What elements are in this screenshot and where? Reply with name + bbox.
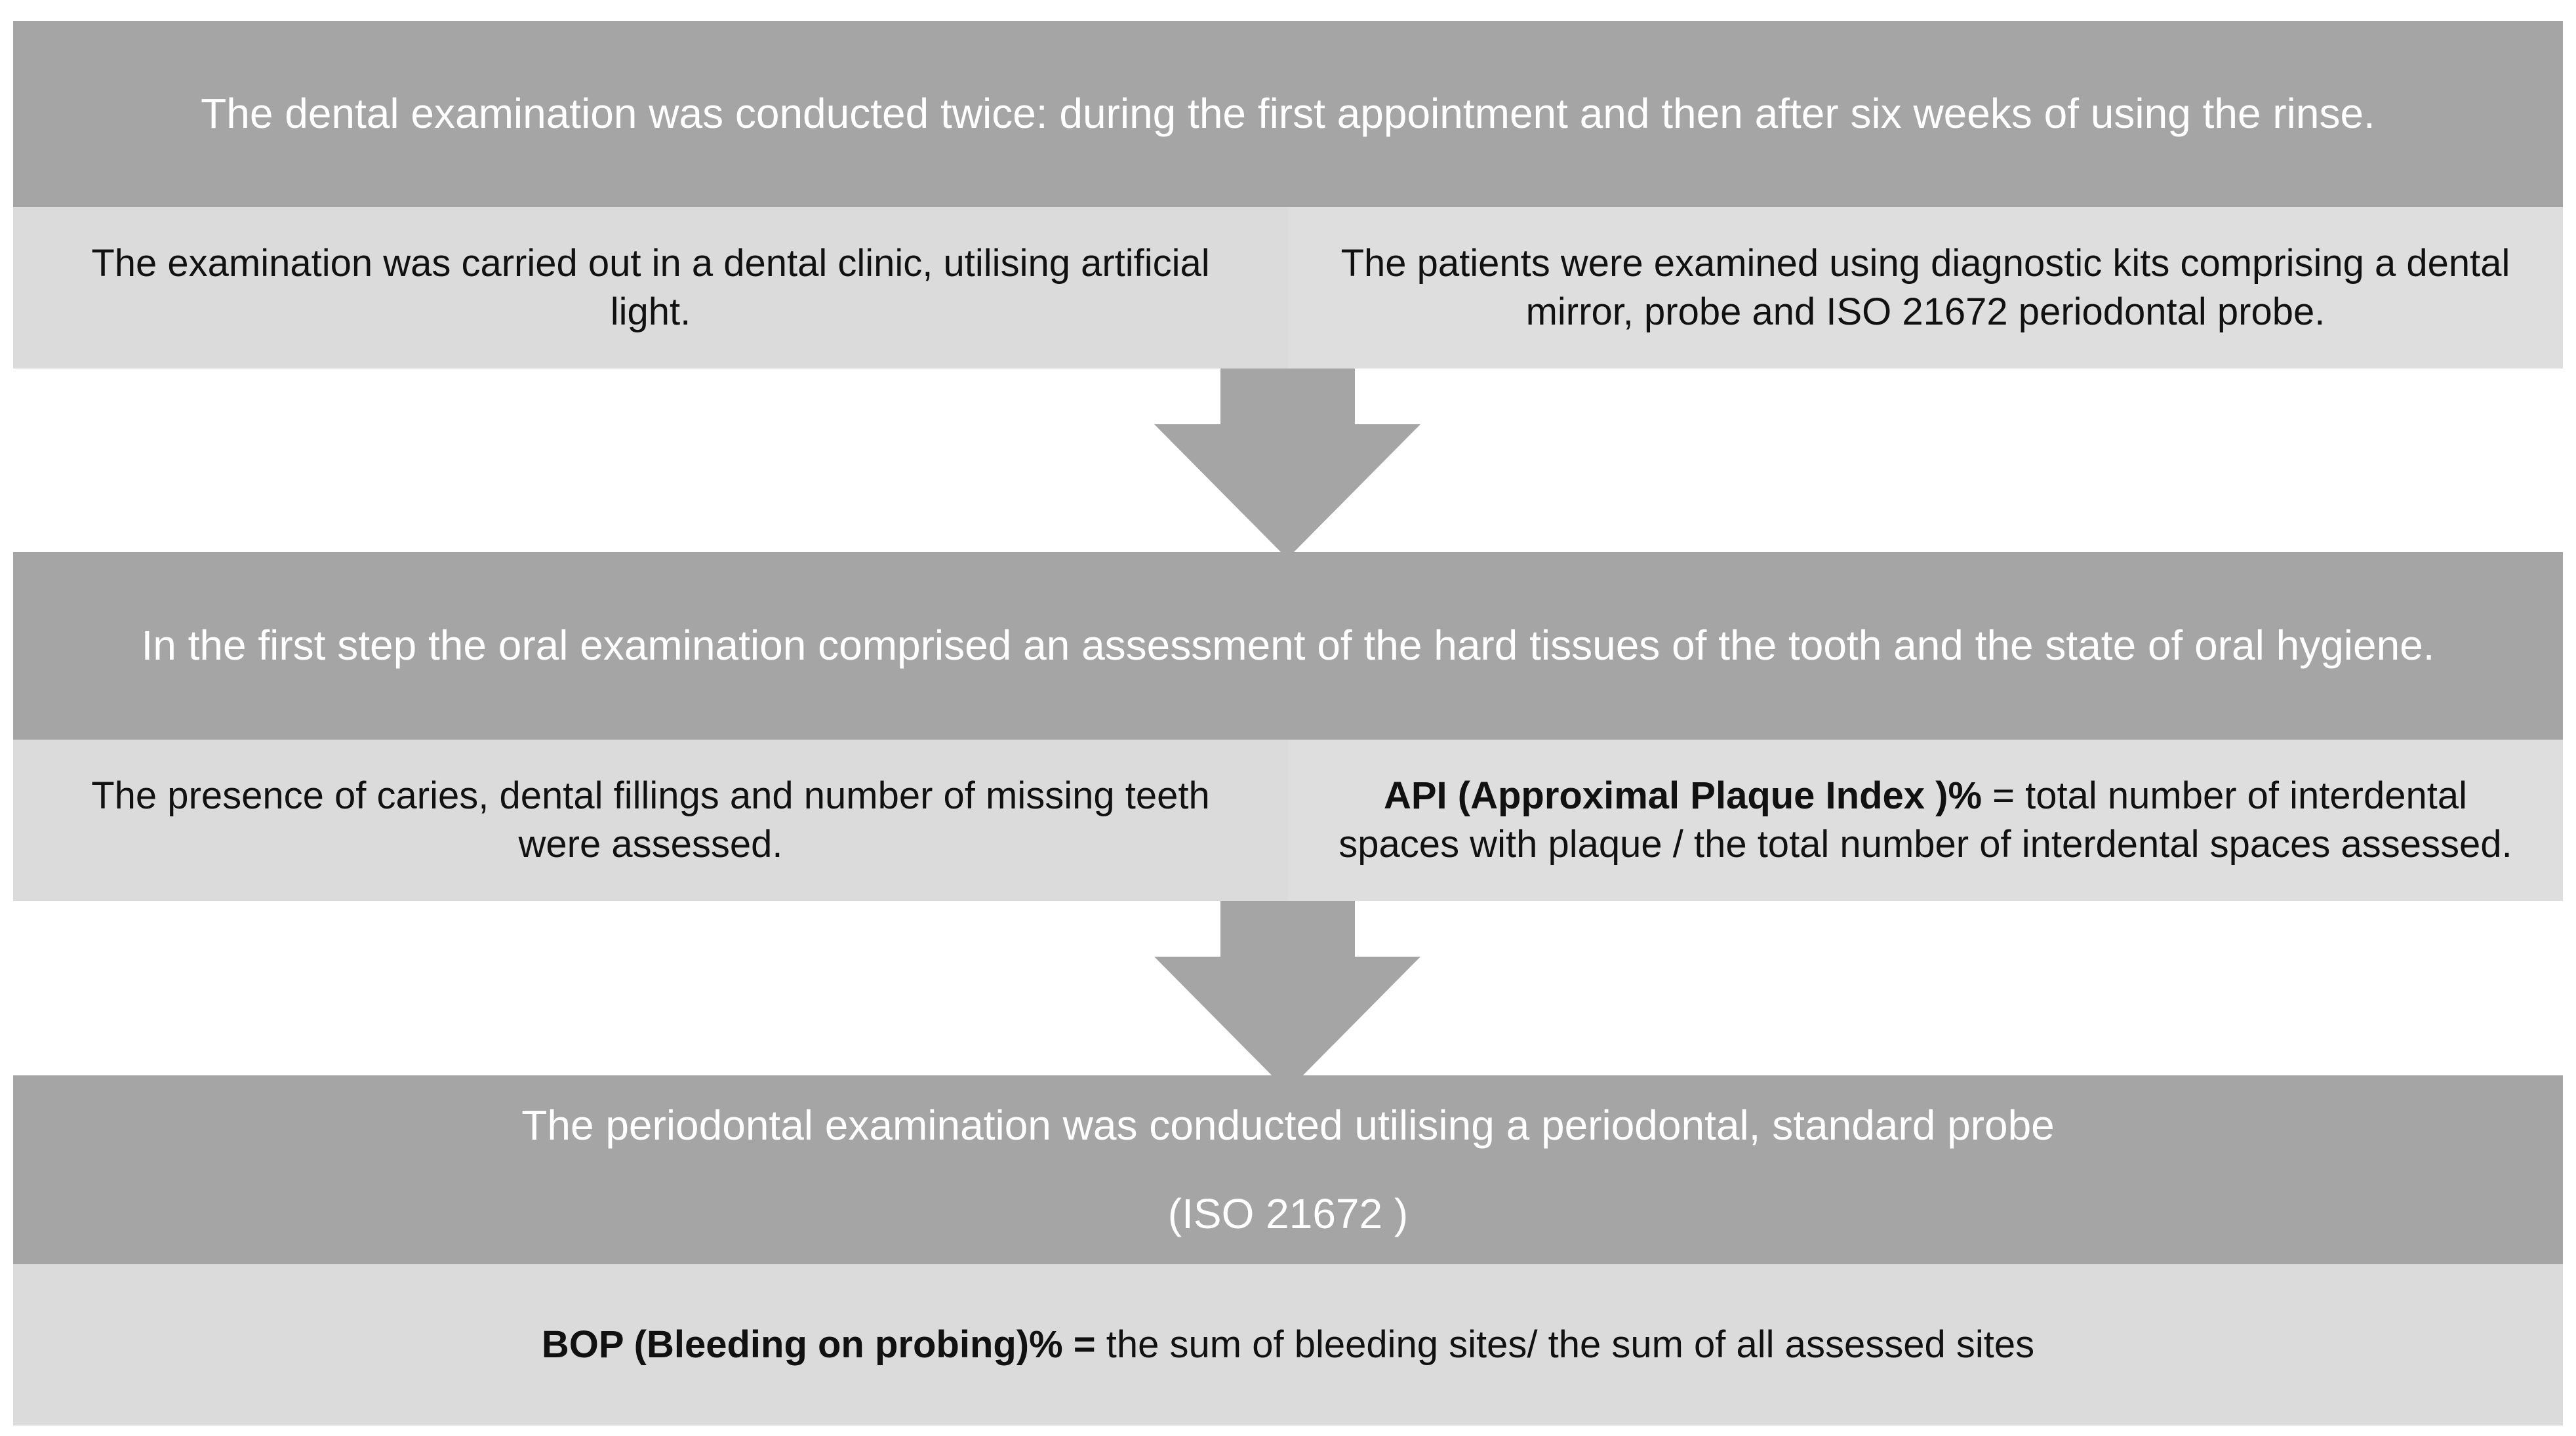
step1-left-box: The examination was carried out in a den… [13,207,1288,369]
step1-header: The dental examination was conducted twi… [13,21,2563,207]
step2-header-text: In the first step the oral examination c… [141,622,2435,669]
step2-right-text: API (Approximal Plaque Index )% = total … [1327,772,2524,868]
step2-right-box: API (Approximal Plaque Index )% = total … [1288,740,2563,901]
step2-left-text: The presence of caries, dental fillings … [91,774,1210,866]
down-arrow-2-shape [1154,901,1420,1091]
step1-right-box: The patients were examined using diagnos… [1288,207,2563,369]
step1-left-text: The examination was carried out in a den… [91,242,1210,333]
bop-formula-label: BOP (Bleeding on probing)% = [541,1323,1096,1366]
step3-header: The periodontal examination was conducte… [13,1075,2563,1264]
step3-header-line1: The periodontal examination was conducte… [521,1101,2055,1149]
step1-right-text: The patients were examined using diagnos… [1340,242,2510,333]
step3-full-text: BOP (Bleeding on probing)% = the sum of … [542,1321,2034,1369]
step3-header-lines: The periodontal examination was conducte… [521,1098,2055,1241]
step2-left-box: The presence of caries, dental fillings … [13,740,1288,901]
down-arrow-1-shape [1154,369,1420,559]
down-arrow-2 [1154,901,1420,1091]
api-formula-label: API (Approximal Plaque Index )% [1383,774,1982,818]
step3-header-line2: (ISO 21672 ) [1167,1190,1409,1237]
down-arrow-1 [1154,369,1420,559]
api-formula-text: = total number of interdental spaces wit… [1338,774,2512,866]
bop-formula-text: the sum of bleeding sites/ the sum of al… [1095,1323,2035,1366]
step2-header: In the first step the oral examination c… [13,552,2563,740]
step1-header-text: The dental examination was conducted twi… [201,90,2375,138]
step3-full-box: BOP (Bleeding on probing)% = the sum of … [13,1264,2563,1426]
